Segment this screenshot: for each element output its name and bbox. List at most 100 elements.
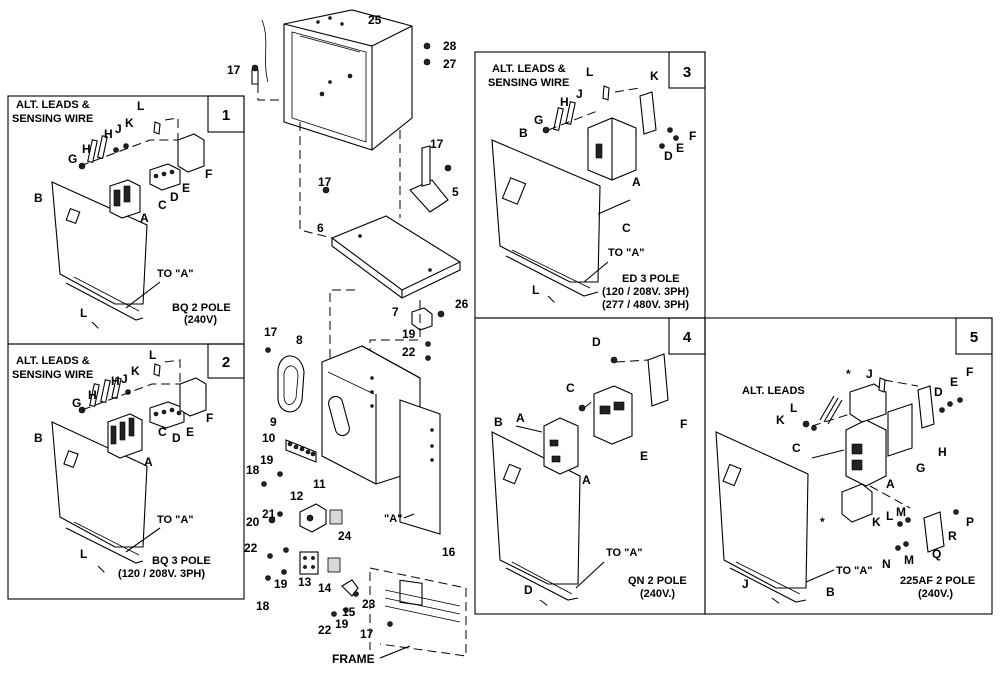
breaker-a-p1 <box>109 179 141 219</box>
callout-17-bracket: 17 <box>430 137 444 151</box>
callout-a-p3: A <box>632 175 641 189</box>
a-marker: "A" <box>384 513 402 525</box>
callout-22-low: 22 <box>318 623 332 637</box>
breaker-a-p5 <box>845 419 887 487</box>
screw-a-p4 <box>515 425 543 433</box>
title-line1-p1: BQ 2 POLE <box>172 302 231 314</box>
terminal-block-e-p1 <box>149 163 181 191</box>
callout-j-p2: J <box>121 372 128 386</box>
callout-e-p4: E <box>640 449 648 463</box>
terminal-strip-9 <box>285 439 317 463</box>
panel-number-2: 2 <box>222 354 230 371</box>
title-line2-p5: (240V.) <box>918 588 953 600</box>
callout-12: 12 <box>290 489 304 503</box>
lug-assembly-p5 <box>895 509 959 553</box>
callout-6: 6 <box>317 221 324 235</box>
enclosure-box-25 <box>261 9 413 151</box>
callout-28: 28 <box>443 39 457 53</box>
cover-plate-b-p3 <box>491 139 601 283</box>
callout-d-p2: D <box>172 431 181 445</box>
callout-18-low: 18 <box>256 599 270 613</box>
callout-g-p3: G <box>534 113 543 127</box>
callout-r-p5: R <box>948 529 957 543</box>
callout-d2-p4: D <box>524 583 533 597</box>
cover-f-p2 <box>179 377 207 417</box>
callout-17-handle: 17 <box>264 325 278 339</box>
callout-10: 10 <box>262 431 276 445</box>
callout-g-p1: G <box>68 152 77 166</box>
callout-14: 14 <box>318 581 332 595</box>
callout-j-p3: J <box>576 87 583 101</box>
callout-k-p1: K <box>125 116 134 130</box>
bracket-k-p3 <box>639 91 657 135</box>
sensing-wire-label-p2: SENSING WIRE <box>12 369 93 381</box>
alt-leads-label-p3: ALT. LEADS & <box>492 63 566 75</box>
to-a-arrow-p2 <box>125 527 161 553</box>
callout-19-bottom: 19 <box>335 617 349 631</box>
breaker-e-p4 <box>593 385 633 445</box>
title-line1-p5: 225AF 2 POLE <box>900 575 975 587</box>
callout-e-p5: E <box>950 375 958 389</box>
star-marker-2: * <box>820 515 825 529</box>
callout-k-p2: K <box>131 364 140 378</box>
to-a-p5: TO "A" <box>836 565 873 577</box>
callout-m2-p5: M <box>904 553 914 567</box>
cover-flange-p1 <box>65 282 144 321</box>
title-line1-p2: BQ 3 POLE <box>152 555 211 567</box>
cover-window-p4 <box>502 463 522 485</box>
title-line3-p3: (277 / 480V. 3PH) <box>602 299 689 311</box>
panel-5-frame: 5 <box>704 317 993 615</box>
callout-16: 16 <box>442 545 456 559</box>
panel-number-1: 1 <box>222 107 230 124</box>
panel-number-5: 5 <box>970 329 978 346</box>
callout-p-p5: P <box>966 515 974 529</box>
cover-window-p2 <box>63 450 79 468</box>
title-line2-p3: (120 / 208V. 3PH) <box>602 286 689 298</box>
to-a-p2: TO "A" <box>157 514 194 526</box>
panel-2: ALT. LEADS & SENSING WIRE L K <box>12 348 213 580</box>
callout-19-top: 19 <box>402 327 416 341</box>
callout-24: 24 <box>338 529 352 543</box>
fasteners-center <box>251 42 452 627</box>
alt-leads-label-p5: ALT. LEADS <box>742 385 805 397</box>
panel-number-3: 3 <box>683 64 691 81</box>
callout-l-p1: L <box>137 99 144 113</box>
to-a-arrow-p1 <box>125 281 161 309</box>
callout-b-p5: B <box>826 585 835 599</box>
shield-top-p5 <box>849 383 887 423</box>
leads-p2 <box>78 363 161 414</box>
callout-19-low: 19 <box>274 577 288 591</box>
callout-h-p3: H <box>560 95 569 109</box>
sensing-wire-label-p3: SENSING WIRE <box>488 77 569 89</box>
callout-b-p1: B <box>34 191 43 205</box>
callout-n-p5: N <box>882 557 891 571</box>
frame-arrow <box>379 645 411 659</box>
tray-6 <box>330 215 462 299</box>
panel-5: ALT. LEADS * * J <box>715 365 975 605</box>
panel-4: D C A B F E A D TO "A" QN 2 POLE (240V.) <box>491 335 687 607</box>
callout-5: 5 <box>452 185 459 199</box>
callout-d-p3: D <box>664 149 673 163</box>
title-line2-p4: (240V.) <box>640 588 675 600</box>
callout-b-p2: B <box>34 431 43 445</box>
screw-c-p5 <box>811 449 845 459</box>
to-a-p4: TO "A" <box>606 547 643 559</box>
callout-17-tray: 17 <box>318 175 332 189</box>
callout-l-p2: L <box>149 348 156 362</box>
callout-f-p5: F <box>966 365 973 379</box>
callout-g-p5: G <box>916 461 925 475</box>
title-line2-p1: (240V) <box>184 314 217 326</box>
leads-p3 <box>542 85 679 149</box>
title-line2-p2: (120 / 208V. 3PH) <box>118 568 205 580</box>
to-a-arrow-p4 <box>575 561 605 589</box>
callout-l2-p1: L <box>80 306 87 320</box>
callout-k2-p5: K <box>872 515 881 529</box>
callout-17-top: 17 <box>227 63 241 77</box>
callout-22-mid: 22 <box>244 541 258 555</box>
title-line1-p4: QN 2 POLE <box>628 575 687 587</box>
leads-p5 <box>802 377 963 431</box>
callout-l-p3: L <box>586 65 593 79</box>
callout-f-p4: F <box>680 417 687 431</box>
